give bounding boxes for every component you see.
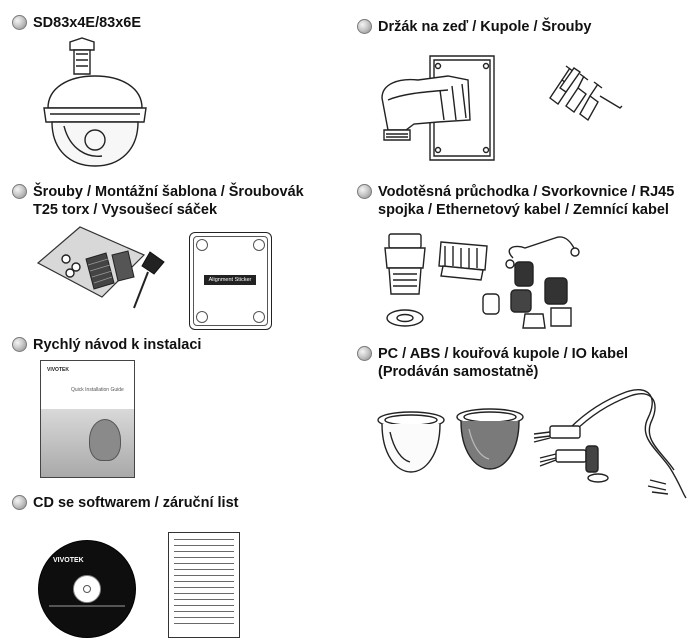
- screwdriver-icon: [133, 251, 165, 309]
- screws-section-header: Šrouby / Montážní šablona / Šroubovák T2…: [12, 183, 304, 219]
- gland-title-line1: Vodotěsná průchodka / Svorkovnice / RJ45: [378, 184, 675, 200]
- mount-title: Držák na zeď / Kupole / Šrouby: [378, 19, 592, 35]
- camera-title: SD83x4E/83x6E: [33, 15, 142, 31]
- bullet-icon: [357, 19, 372, 34]
- guide-brand-label: VIVOTEK: [47, 367, 69, 373]
- warranty-card: [168, 532, 240, 638]
- dome-title-line1: PC / ABS / kouřová kupole / IO kabel: [378, 346, 629, 362]
- software-cd: VIVOTEK: [38, 540, 136, 638]
- mount-section-header: Držák na zeď / Kupole / Šrouby: [357, 18, 591, 36]
- bullet-icon: [12, 15, 27, 30]
- guide-section-header: Rychlý návod k instalaci: [12, 336, 201, 354]
- wall-mount-illustration: [381, 55, 495, 161]
- smoked-dome-illustration: [456, 408, 524, 470]
- io-cable-illustration: [533, 389, 687, 499]
- dome-title: PC / ABS / kouřová kupole / IO kabel (Pr…: [378, 345, 628, 381]
- screws-title-line2: T25 torx / Vysoušecí sáček: [33, 202, 218, 218]
- bullet-icon: [12, 337, 27, 352]
- cd-title: CD se softwarem / záruční list: [33, 495, 239, 511]
- cd-section-header: CD se softwarem / záruční list: [12, 494, 238, 512]
- bullet-icon: [12, 184, 27, 199]
- quick-guide-booklet: VIVOTEK Quick Installation Guide: [40, 360, 135, 478]
- alignment-sticker-label: Alignment Sticker: [204, 275, 256, 285]
- screw-bag-illustration: [36, 226, 146, 298]
- screws-title: Šrouby / Montážní šablona / Šroubovák T2…: [33, 183, 304, 219]
- guide-title: Rychlý návod k instalaci: [33, 337, 202, 353]
- mounting-template: Alignment Sticker: [189, 232, 272, 330]
- dome-title-line2: (Prodáván samostatně): [378, 364, 539, 380]
- screws-title-line1: Šrouby / Montážní šablona / Šroubovák: [33, 184, 304, 200]
- clear-dome-illustration: [377, 411, 445, 473]
- anchor-screws-illustration: [549, 65, 623, 122]
- guide-title-label: Quick Installation Guide: [71, 387, 124, 393]
- camera-illustration: [43, 37, 147, 167]
- bullet-icon: [12, 495, 27, 510]
- bullet-icon: [357, 184, 372, 199]
- gland-kit-illustration: [384, 233, 580, 329]
- cd-brand-label: VIVOTEK: [53, 557, 84, 564]
- gland-title: Vodotěsná průchodka / Svorkovnice / RJ45…: [378, 183, 674, 219]
- bullet-icon: [357, 346, 372, 361]
- gland-title-line2: spojka / Ethernetový kabel / Zemnící kab…: [378, 202, 669, 218]
- dome-section-header: PC / ABS / kouřová kupole / IO kabel (Pr…: [357, 345, 628, 381]
- camera-section-header: SD83x4E/83x6E: [12, 14, 141, 32]
- gland-section-header: Vodotěsná průchodka / Svorkovnice / RJ45…: [357, 183, 674, 219]
